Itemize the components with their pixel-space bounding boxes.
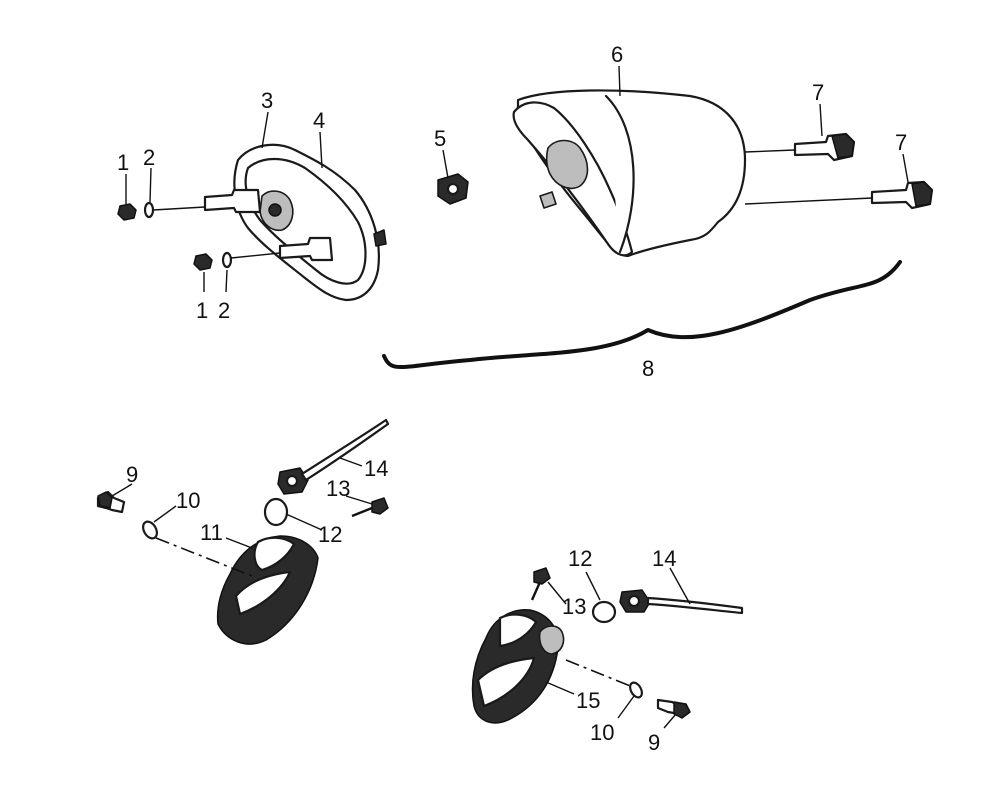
left-wire-14 — [300, 418, 390, 482]
callout-13-right: 13 — [562, 594, 586, 619]
callout-15: 15 — [576, 688, 600, 713]
left-signal-highlight-2 — [234, 570, 292, 616]
callout-7-lower: 7 — [895, 130, 907, 155]
left-turn-signal-assembly — [96, 418, 390, 645]
left-washer-10 — [142, 520, 158, 540]
right-signal-highlight-2 — [476, 656, 536, 708]
callout-1-bottom: 1 — [196, 298, 208, 323]
callout-11: 11 — [200, 520, 223, 545]
callout-4: 4 — [313, 108, 325, 133]
right-washer-10 — [629, 681, 643, 699]
lower-washer-2 — [221, 251, 233, 269]
left-signal-highlight — [253, 536, 296, 572]
tail-light-housing-assembly — [512, 89, 934, 258]
callout-10-right: 10 — [590, 720, 614, 745]
callout-14-left: 14 — [364, 456, 388, 481]
right-bolt-9-head — [673, 701, 691, 719]
left-screw-13 — [371, 497, 389, 515]
callout-3: 3 — [261, 88, 273, 113]
right-socket-hole — [627, 594, 641, 608]
lower-nut-1 — [193, 253, 213, 271]
callout-10-left: 10 — [176, 488, 200, 513]
left-bulb-12 — [263, 497, 289, 527]
assembly-brace — [382, 260, 902, 370]
left-socket-hole — [285, 474, 299, 488]
callout-1-top: 1 — [117, 150, 129, 175]
callout-7-upper: 7 — [812, 80, 824, 105]
callout-2-bottom: 2 — [218, 298, 230, 323]
upper-mounting-stud — [203, 188, 262, 214]
callout-numbers: 1 2 3 4 5 6 7 7 1 2 8 9 10 11 12 13 14 1… — [117, 42, 907, 755]
callout-5: 5 — [434, 126, 446, 151]
callout-9-right: 9 — [648, 730, 660, 755]
leader-lines — [111, 65, 909, 729]
light-base-inner-rim — [244, 158, 367, 285]
right-axis-line — [565, 659, 641, 691]
tail-light-bulb-socket — [545, 139, 589, 190]
tail-light-lens-edge — [604, 94, 635, 254]
lower-bolt-7-head — [911, 181, 933, 207]
socket-hole — [268, 203, 282, 217]
lower-mounting-stud — [278, 236, 334, 262]
callout-13-left: 13 — [326, 476, 350, 501]
right-screw-13 — [533, 567, 551, 585]
clip-nut — [437, 173, 469, 205]
tail-light-base-assembly — [117, 143, 387, 302]
upper-washer-2 — [143, 201, 155, 219]
callout-6: 6 — [611, 42, 623, 67]
left-axis-line — [155, 537, 253, 577]
callout-12-right: 12 — [568, 546, 592, 571]
right-turn-signal-assembly — [471, 567, 744, 724]
left-bolt-9-head — [97, 491, 113, 509]
housing-bottom-tab — [539, 191, 557, 209]
clip-nut-hole — [446, 182, 460, 196]
callout-8: 8 — [642, 356, 654, 381]
right-wire-14 — [646, 596, 744, 615]
callout-14-right: 14 — [652, 546, 676, 571]
upper-nut-1 — [117, 203, 137, 221]
callout-9-left: 9 — [126, 462, 138, 487]
callout-2-top: 2 — [143, 145, 155, 170]
side-tab — [373, 229, 387, 247]
right-bulb-12 — [591, 600, 617, 624]
upper-bolt-7-head — [831, 133, 855, 159]
callout-12-left: 12 — [318, 522, 342, 547]
right-signal-highlight — [498, 613, 538, 648]
right-signal-socket-boss — [538, 625, 565, 655]
